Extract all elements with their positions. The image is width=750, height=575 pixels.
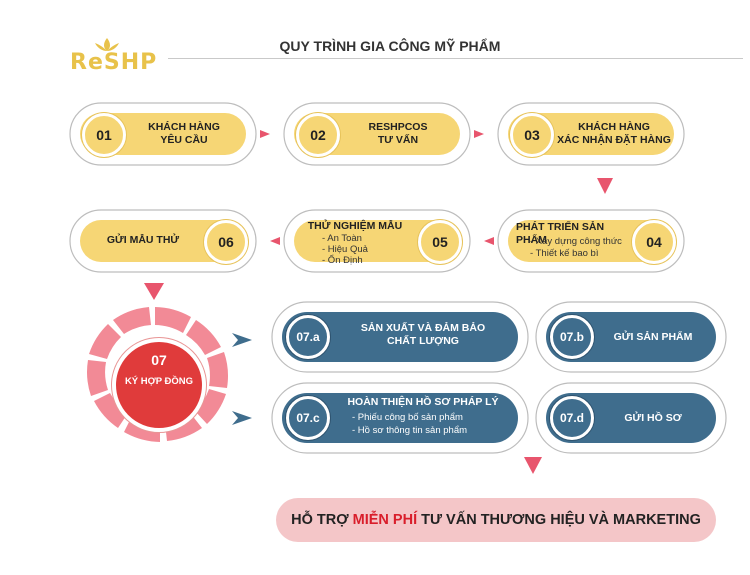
step-06-number: 06 — [204, 220, 248, 264]
step-02-label: RESHPCOS TƯ VẤN — [368, 121, 428, 146]
step-05-outline — [283, 209, 471, 273]
step-07b-outline — [535, 301, 727, 373]
step-07-number: 07 — [151, 352, 167, 368]
banner-suffix: TƯ VẤN THƯƠNG HIỆU VÀ MARKETING — [417, 512, 701, 528]
arrow-05-06 — [270, 237, 280, 245]
logo: ReSHP — [70, 36, 160, 76]
arrow-06-07 — [144, 283, 164, 300]
step-01-outline — [69, 102, 257, 166]
arrow-07-07c — [232, 411, 252, 425]
title-divider — [168, 58, 743, 59]
step-03-outline — [497, 102, 685, 166]
step-07c-outline — [271, 382, 529, 454]
step-07a-number: 07.a — [286, 315, 330, 359]
logo-text: ReSHP — [70, 50, 158, 75]
step-07c-item-2: - Hồ sơ thông tin sản phẩm — [352, 425, 468, 436]
step-01-label: KHÁCH HÀNG YÊU CẦU — [148, 121, 220, 146]
step-07a-label: SẢN XUẤT VÀ ĐẢM BẢO CHẤT LƯỢNG — [360, 322, 486, 347]
step-07b-number: 07.b — [550, 315, 594, 359]
arrow-07c-banner — [524, 457, 542, 474]
arrow-07-07a — [232, 333, 252, 347]
arrow-01-02 — [260, 130, 270, 138]
step-07d-number: 07.d — [550, 396, 594, 440]
step-05-item-1: - An Toàn — [322, 233, 362, 244]
step-07c-label: HOÀN THIỆN HỒ SƠ PHÁP LÝ — [347, 396, 499, 408]
lotus-icon — [95, 38, 119, 51]
step-07-ring — [87, 307, 228, 442]
step-07a-outline — [271, 301, 529, 373]
step-07c-number: 07.c — [286, 396, 330, 440]
step-04-outline — [497, 209, 685, 273]
step-05-item-3: - Ổn Định — [322, 255, 363, 266]
arrow-02-03 — [474, 130, 484, 138]
step-03-label: KHÁCH HÀNG XÁC NHẬN ĐẶT HÀNG — [557, 121, 671, 146]
step-04-number: 04 — [632, 220, 676, 264]
step-04-item-1: - Xây dựng công thức — [530, 236, 622, 247]
step-04-item-2: - Thiết kế bao bì — [530, 248, 599, 259]
step-07-label: KÝ HỢP ĐỒNG — [124, 376, 194, 387]
support-banner — [276, 498, 716, 542]
arrow-03-04 — [597, 178, 613, 194]
step-02-number: 02 — [296, 113, 340, 157]
step-01-number: 01 — [82, 113, 126, 157]
arrow-04-05 — [484, 237, 494, 245]
step-02-outline — [283, 102, 471, 166]
step-04-label: PHÁT TRIỂN SẢN PHẨM — [516, 221, 605, 246]
step-07d-label: GỬI HỒ SƠ — [624, 412, 682, 424]
step-07d-outline — [535, 382, 727, 454]
step-06-outline — [69, 209, 257, 273]
banner-highlight: MIỄN PHÍ — [352, 512, 418, 528]
step-06-label: GỬI MẪU THỬ — [106, 234, 180, 246]
step-07-circle — [112, 338, 206, 432]
step-05-item-2: - Hiệu Quả — [322, 244, 368, 255]
support-banner-text: HỖ TRỢ MIỄN PHÍ TƯ VẤN THƯƠNG HIỆU VÀ MA… — [276, 512, 716, 528]
step-07b-label: GỬI SẢN PHẨM — [613, 331, 693, 343]
step-07c-item-1: - Phiếu công bố sản phẩm — [352, 412, 463, 423]
step-05-label: THỬ NGHIỆM MẪU — [307, 220, 403, 232]
step-05-number: 05 — [418, 220, 462, 264]
step-03-number: 03 — [510, 113, 554, 157]
page-title: QUY TRÌNH GIA CÔNG MỸ PHẨM — [279, 38, 501, 54]
banner-prefix: HỖ TRỢ — [291, 512, 353, 528]
